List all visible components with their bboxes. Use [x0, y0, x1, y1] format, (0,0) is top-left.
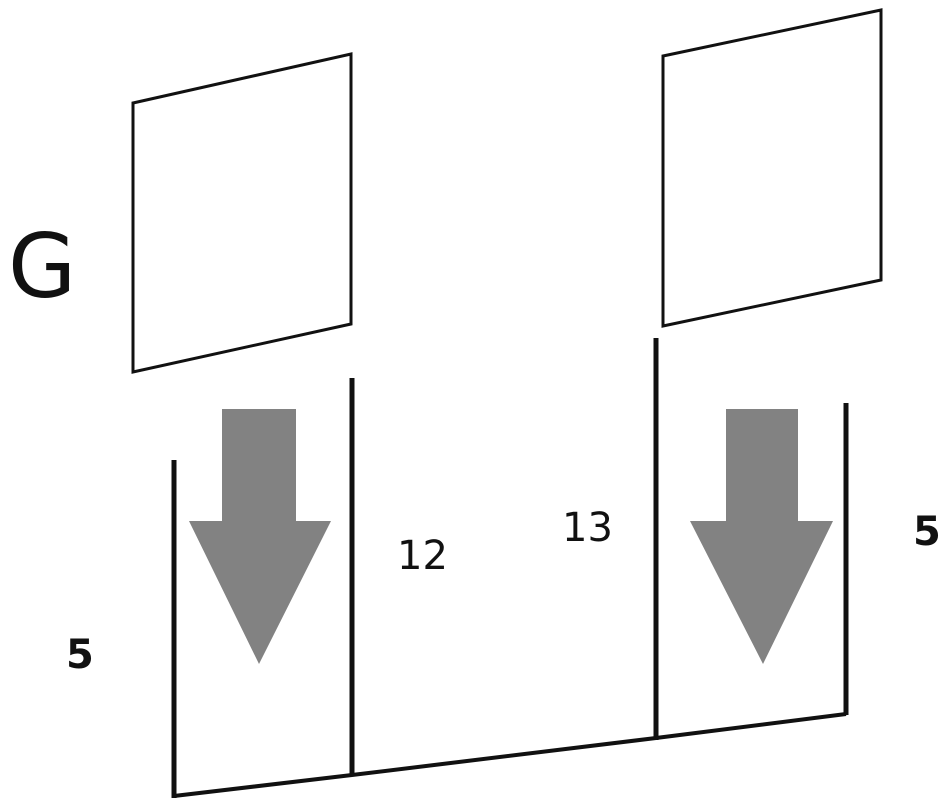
right-plate — [661, 8, 883, 328]
label-second-divider: 13 — [562, 505, 613, 551]
left-plate — [131, 52, 353, 374]
left-down-arrow — [189, 409, 331, 664]
right-down-arrow — [690, 409, 833, 664]
container-bottom — [173, 712, 847, 798]
label-right-wall: 5 — [913, 509, 941, 555]
label-g: G — [8, 215, 76, 318]
label-left-wall: 5 — [66, 632, 94, 678]
label-first-divider: 12 — [397, 533, 448, 579]
